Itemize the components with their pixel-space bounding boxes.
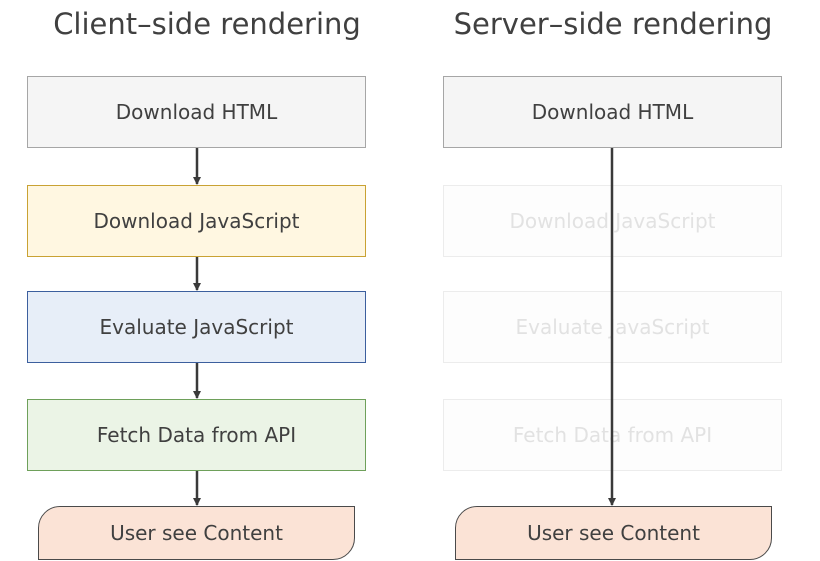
client-evaluate-javascript-step: Evaluate JavaScript: [27, 291, 366, 363]
client-side-title: Client–side rendering: [53, 7, 361, 41]
client-fetch-data-step: Fetch Data from API: [27, 399, 366, 471]
server-evaluate-javascript-step-skipped: Evaluate JavaScript: [443, 291, 782, 363]
client-download-html-step: Download HTML: [27, 76, 366, 148]
server-download-html-step: Download HTML: [443, 76, 782, 148]
server-user-see-content-step: User see Content: [455, 506, 772, 560]
server-fetch-data-step-skipped: Fetch Data from API: [443, 399, 782, 471]
client-user-see-content-step: User see Content: [38, 506, 355, 560]
server-side-title: Server–side rendering: [453, 7, 773, 41]
server-download-javascript-step-skipped: Download JavaScript: [443, 185, 782, 257]
client-download-javascript-step: Download JavaScript: [27, 185, 366, 257]
